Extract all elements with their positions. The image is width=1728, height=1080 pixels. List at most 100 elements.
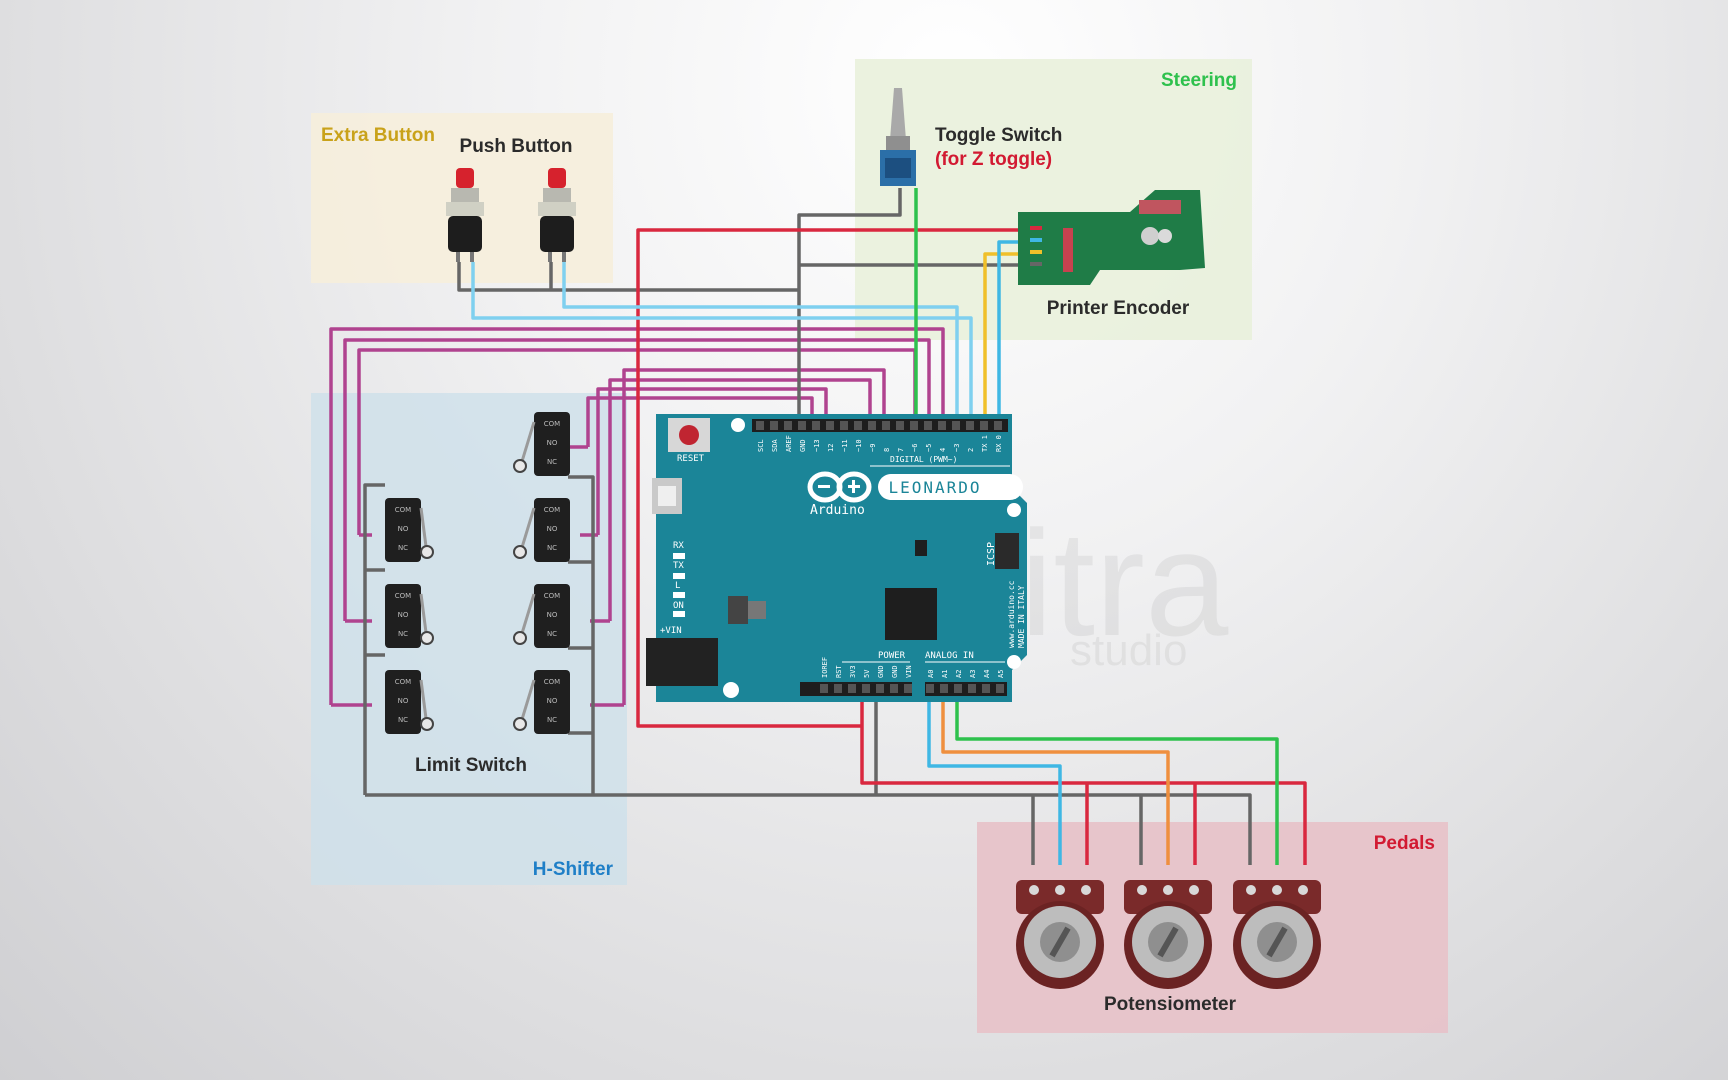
digital-pin-label: ~11 [841,439,849,452]
toggle-switch [880,88,916,186]
switch-pin-label: COM [544,678,560,686]
limit-switch-3: COM NO NC [385,670,434,734]
analog-pin-label: A2 [955,670,963,678]
digital-pin-label: ~9 [869,444,877,452]
limit-switch-label: Limit Switch [415,755,527,776]
analog-pin [926,684,934,693]
switch-pin-label: COM [395,592,411,600]
switch-pin-label: NO [398,697,409,705]
analog-pin-label: A1 [941,670,949,678]
digital-pin-label: 12 [827,444,835,452]
analog-pin [940,684,948,693]
digital-pin [798,421,806,430]
switch-pin-label: COM [544,592,560,600]
digital-pin-label: 4 [939,448,947,452]
switch-pin-label: NO [398,525,409,533]
analog-pin [982,684,990,693]
power-pin-label: 5V [863,669,871,678]
potentiometer-3 [1233,880,1321,989]
analog-pin [954,684,962,693]
digital-pin [756,421,764,430]
digital-pin-label: 2 [967,448,975,452]
potentiometer-label: Potensiometer [1104,994,1237,1015]
analog-pin [996,684,1004,693]
analog-pin-label: A0 [927,670,935,678]
digital-pin-label: SCL [757,439,765,452]
digital-pin-label: TX 1 [981,435,989,452]
power-pin [862,684,870,693]
arduino-logo [807,471,872,503]
digital-pin [840,421,848,430]
digital-pin-label: AREF [785,435,793,452]
power-pin [820,684,828,693]
digital-pin [826,421,834,430]
analog-header-label: ANALOG IN [925,651,974,661]
digital-pin-label: ~3 [953,444,961,452]
digital-pin [924,421,932,430]
switch-pin-label: NO [547,525,558,533]
digital-pin [868,421,876,430]
switch-pin-label: NC [398,716,408,724]
power-pin [890,684,898,693]
potentiometer-2 [1124,880,1212,989]
limit-switch-7: COM NO NC [513,670,570,734]
digital-pin-label: ~5 [925,444,933,452]
power-pin-label: GND [877,665,885,678]
analog-pin [968,684,976,693]
potentiometer-1 [1016,880,1104,989]
switch-pin-label: COM [544,420,560,428]
watermark-text: itra [1020,499,1229,667]
analog-pin-label: A4 [983,670,991,678]
made-in-italy-text: MADE IN ITALY [1017,585,1026,648]
printer-encoder [1018,190,1205,285]
power-pin-label: IOREF [821,657,829,678]
power-pin-label: RST [835,665,843,678]
power-header-label: POWER [878,651,906,661]
limit-switch-5: COM NO NC [513,498,570,562]
digital-pin [812,421,820,430]
digital-pin-label: 7 [897,448,905,452]
digital-pin [938,421,946,430]
switch-pin-label: NC [547,630,557,638]
potentiometers [1016,880,1321,989]
limit-switch-2: COM NO NC [385,584,434,648]
switch-pin-label: NC [547,716,557,724]
power-pin-label: 3V3 [849,665,857,678]
power-pin [834,684,842,693]
analog-pin-label: A5 [997,670,1005,678]
power-pin [876,684,884,693]
arduino-brand: Arduino [810,503,865,518]
digital-pin [910,421,918,430]
website-text: www.arduino.cc [1007,580,1016,648]
digital-pin-label: RX 0 [995,435,1003,452]
switch-pin-label: NO [547,697,558,705]
arduino-leonardo-board: RESET +VIN RX TX L ON Arduino LEONARD [646,414,1027,702]
push-button-1 [446,168,484,262]
digital-pin [854,421,862,430]
switch-pin-label: COM [544,506,560,514]
switch-pin-label: NC [547,544,557,552]
reset-label: RESET [677,454,705,464]
digital-pin-label: ~13 [813,439,821,452]
analog-pin-label: A3 [969,670,977,678]
switch-pin-label: COM [395,678,411,686]
switch-pin-label: NO [547,439,558,447]
watermark-subtext: studio [1070,626,1187,675]
switch-pin-label: NC [398,630,408,638]
pedals-zone-label: Pedals [1374,833,1435,854]
digital-pin [980,421,988,430]
limit-switch-4: COM NO NC [513,412,570,476]
digital-pin-label: GND [799,439,807,452]
toggle-switch-label: Toggle Switch [935,125,1062,146]
vin-label: +VIN [660,626,682,636]
digital-pin-label: ~6 [911,444,919,452]
switch-pin-label: NC [547,458,557,466]
printer-encoder-label: Printer Encoder [1047,298,1190,319]
switch-pin-label: NO [398,611,409,619]
icsp-label: ICSP [986,542,997,566]
push-button-label: Push Button [460,136,573,157]
digital-pin [952,421,960,430]
digital-pin [770,421,778,430]
